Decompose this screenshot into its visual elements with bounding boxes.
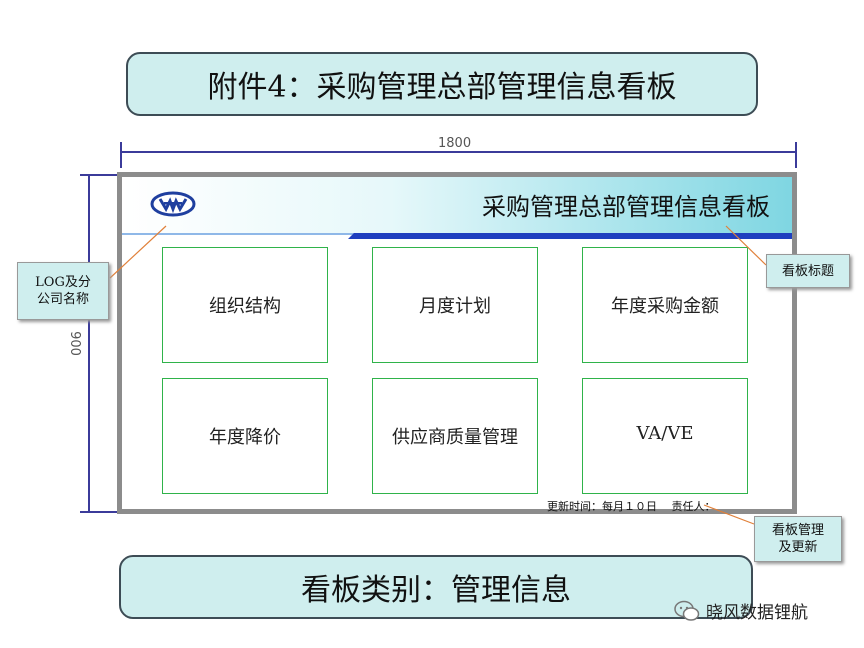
watermark-text: 晓风数据锂航 [706, 603, 808, 623]
board-header: 采购管理总部管理信息看板 [122, 177, 792, 233]
height-dimension-tick-top [80, 174, 120, 176]
page-title: 附件4：采购管理总部管理信息看板 [126, 52, 758, 116]
cell-va-ve: VA/VE [582, 378, 748, 494]
callout-logo-line-1: LOG及分 [35, 275, 91, 290]
callout-update-line-1: 看板管理 [771, 523, 824, 538]
cell-monthly-plan: 月度计划 [372, 247, 538, 363]
width-dimension-label: 1800 [438, 136, 472, 151]
width-dimension-line [120, 151, 796, 153]
callout-update-line-2: 及更新 [778, 540, 818, 555]
callout-title: 看板标题 [766, 254, 850, 288]
callout-update: 看板管理 及更新 [754, 516, 842, 562]
callout-title-line-1: 看板标题 [781, 263, 834, 279]
watermark: 晓风数据锂航 [674, 598, 808, 623]
board-category-title: 看板类别：管理信息 [119, 555, 753, 619]
board-title: 采购管理总部管理信息看板 [482, 193, 770, 221]
title-leader-line [725, 225, 767, 266]
header-stripe [122, 233, 792, 239]
logo-leader-line [109, 225, 167, 279]
cell-supplier-quality: 供应商质量管理 [372, 378, 538, 494]
company-logo-icon [150, 191, 196, 217]
width-dimension-tick-right [795, 142, 797, 168]
height-dimension-line [88, 174, 90, 512]
callout-logo-line-2: 公司名称 [36, 292, 89, 307]
cell-organization: 组织结构 [162, 247, 328, 363]
wechat-icon [674, 600, 700, 621]
cell-annual-price-reduction: 年度降价 [162, 378, 328, 494]
callout-logo: LOG及分 公司名称 [17, 262, 109, 320]
board-footer-note: 更新时间：每月１０日 责任人： [547, 500, 716, 513]
dashboard-board: 采购管理总部管理信息看板 组织结构 月度计划 年度采购金额 年度降价 供应商质量… [117, 172, 797, 514]
width-dimension-tick-left [120, 142, 122, 168]
cell-annual-purchase: 年度采购金额 [582, 247, 748, 363]
height-dimension-tick-bottom [80, 511, 120, 513]
update-leader-line [703, 504, 755, 525]
